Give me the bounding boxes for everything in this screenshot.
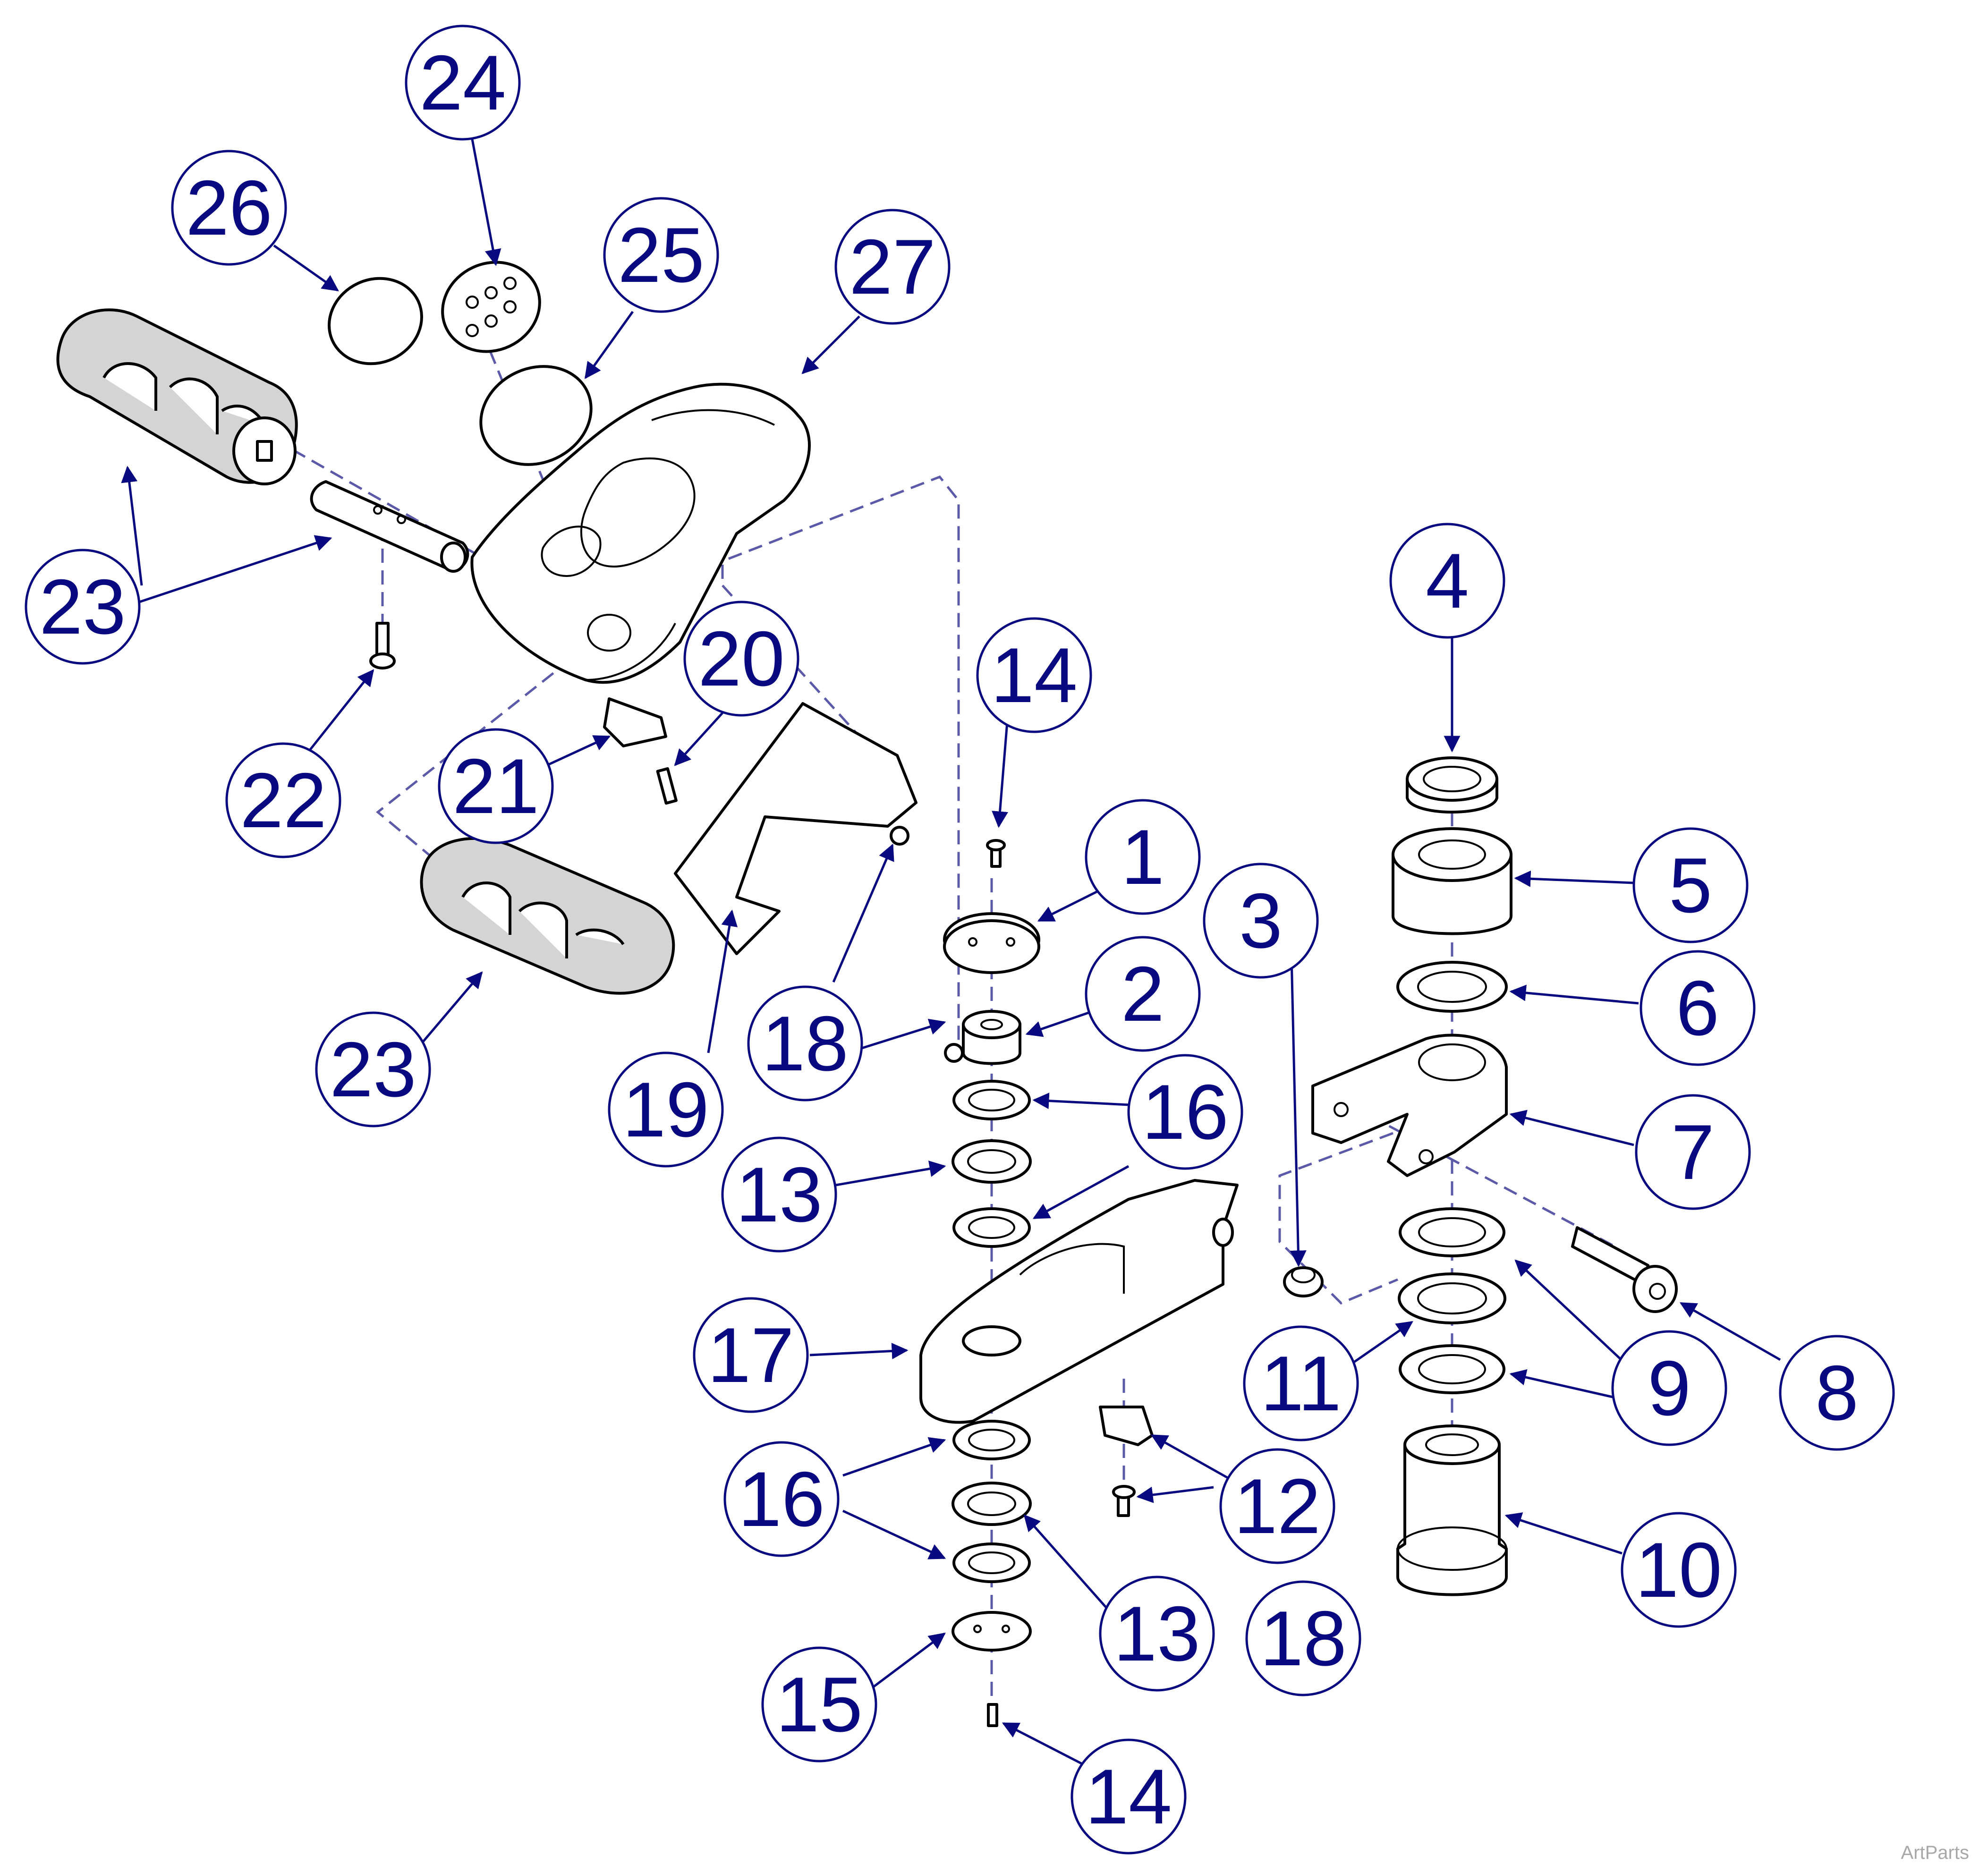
callout-label: 27 xyxy=(849,223,936,310)
callout-label: 19 xyxy=(622,1066,709,1153)
callout-26: 26 xyxy=(171,150,287,266)
callout-label: 2 xyxy=(1121,950,1164,1037)
callout-22: 22 xyxy=(225,742,341,858)
callout-18-upper: 18 xyxy=(747,985,863,1102)
callout-11: 11 xyxy=(1243,1325,1359,1441)
callout-17: 17 xyxy=(693,1297,809,1413)
callout-label: 13 xyxy=(1113,1590,1200,1677)
artparts-credit: ArtParts xyxy=(1901,1842,1969,1863)
callout-label: 24 xyxy=(419,39,506,126)
callout-label: 22 xyxy=(240,757,327,844)
part-snap-ring xyxy=(479,365,593,466)
callout-5: 5 xyxy=(1632,827,1749,943)
callout-label: 21 xyxy=(452,743,539,830)
part-grip-shaft xyxy=(310,480,469,573)
callout-14-lower: 14 xyxy=(1070,1738,1187,1855)
part-button-pad xyxy=(441,261,541,353)
part-screw-18-upper xyxy=(890,826,964,1063)
callout-1: 1 xyxy=(1085,799,1201,915)
leader-lines xyxy=(121,139,1781,1765)
callout-label: 9 xyxy=(1648,1345,1691,1432)
callout-14-upper: 14 xyxy=(976,617,1092,733)
part-armrest-housing xyxy=(470,382,811,684)
callout-7: 7 xyxy=(1635,1094,1751,1210)
callout-18-lower: 18 xyxy=(1245,1580,1361,1696)
callout-13-lower: 13 xyxy=(1099,1576,1215,1692)
callout-label: 1 xyxy=(1121,814,1164,900)
callout-6: 6 xyxy=(1640,950,1756,1066)
callout-label: 18 xyxy=(762,1000,849,1087)
part-clamp-arm xyxy=(1311,1034,1508,1177)
callout-13-upper: 13 xyxy=(721,1136,837,1253)
callout-label: 18 xyxy=(1260,1595,1347,1682)
callout-27: 27 xyxy=(834,209,951,325)
callout-label: 3 xyxy=(1239,877,1283,964)
callout-label: 17 xyxy=(707,1312,794,1398)
callout-label: 5 xyxy=(1669,842,1712,929)
callout-label: 20 xyxy=(698,615,785,702)
part-bottom-cap xyxy=(952,1611,1032,1652)
part-swivel-arm xyxy=(919,1179,1239,1424)
callout-8: 8 xyxy=(1779,1335,1895,1451)
part-screw-22 xyxy=(369,622,396,670)
part-washer-stack-right xyxy=(1398,1207,1506,1394)
callout-label: 11 xyxy=(1260,1340,1341,1427)
callout-25: 25 xyxy=(603,197,719,313)
part-sleeve xyxy=(1392,827,1512,935)
part-washer-6 xyxy=(1396,961,1508,1013)
callout-21: 21 xyxy=(438,728,554,844)
callout-label: 4 xyxy=(1426,537,1469,624)
part-spacer xyxy=(962,1010,1021,1065)
part-washer-stack-left xyxy=(952,1080,1032,1583)
part-o-ring xyxy=(328,277,423,365)
callout-4: 4 xyxy=(1389,523,1505,639)
callout-label: 14 xyxy=(1085,1753,1172,1840)
callout-23-lower: 23 xyxy=(315,1011,431,1127)
callout-2: 2 xyxy=(1085,936,1201,1052)
callout-9: 9 xyxy=(1611,1330,1727,1446)
callout-15: 15 xyxy=(761,1646,877,1763)
callout-23-upper: 23 xyxy=(25,549,141,665)
callout-label: 23 xyxy=(330,1026,416,1113)
part-cover-plate xyxy=(943,912,1040,974)
callout-label: 8 xyxy=(1815,1349,1859,1436)
part-screw-14-lower xyxy=(987,1703,998,1727)
part-screw-18-lower xyxy=(1112,1485,1136,1517)
part-bolt xyxy=(1571,1226,1678,1313)
part-hand-grip-lower xyxy=(420,837,675,995)
part-clip xyxy=(603,697,667,747)
callout-label: 6 xyxy=(1676,965,1719,1051)
callout-label: 15 xyxy=(776,1661,863,1748)
part-screw-20 xyxy=(656,767,678,805)
callout-label: 25 xyxy=(618,212,705,298)
callout-label: 14 xyxy=(991,632,1078,719)
callout-10: 10 xyxy=(1621,1512,1737,1628)
callout-16-lower: 16 xyxy=(723,1441,840,1557)
part-post xyxy=(1396,1424,1508,1596)
part-clip-12 xyxy=(1099,1406,1154,1446)
callout-label: 13 xyxy=(736,1151,823,1238)
part-hand-grip-upper xyxy=(56,308,298,485)
part-plug xyxy=(1283,1266,1324,1297)
callout-12: 12 xyxy=(1219,1448,1335,1564)
callout-label: 23 xyxy=(39,563,126,650)
callout-label: 12 xyxy=(1234,1463,1321,1550)
callout-label: 10 xyxy=(1635,1526,1722,1613)
callout-19: 19 xyxy=(608,1051,724,1168)
callout-label: 16 xyxy=(738,1456,825,1542)
part-nut xyxy=(1406,756,1498,814)
part-screw-14-upper xyxy=(986,839,1006,868)
callout-label: 16 xyxy=(1142,1068,1229,1155)
callout-16-upper: 16 xyxy=(1127,1054,1243,1170)
callout-3: 3 xyxy=(1203,863,1319,979)
callout-label: 26 xyxy=(186,164,272,251)
callout-20: 20 xyxy=(683,601,799,717)
part-bracket xyxy=(674,702,918,955)
callout-label: 7 xyxy=(1671,1109,1715,1195)
callout-24: 24 xyxy=(405,25,521,141)
